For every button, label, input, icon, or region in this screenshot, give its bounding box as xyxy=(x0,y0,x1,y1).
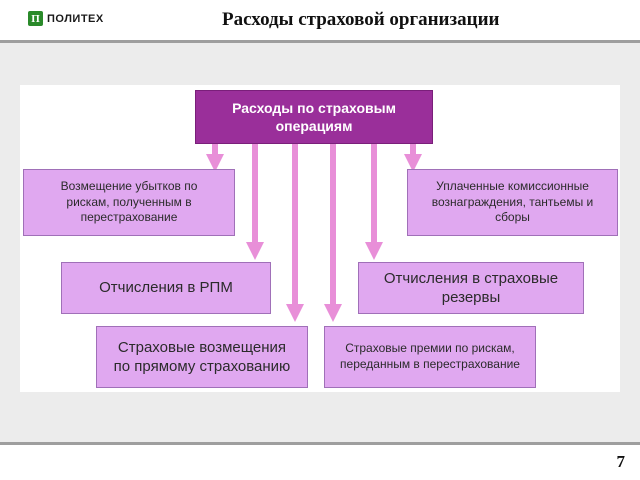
node-direct-payouts: Страховые возмещения по прямому страхова… xyxy=(96,326,308,388)
node-reserves: Отчисления в страховые резервы xyxy=(358,262,584,314)
root-node: Расходы по страховым операциям xyxy=(195,90,433,144)
footer-divider xyxy=(0,442,640,445)
node-rpm: Отчисления в РПМ xyxy=(61,262,271,314)
logo-icon: П xyxy=(28,11,43,26)
slide-title: Расходы страховой организации xyxy=(222,9,500,30)
page-number: 7 xyxy=(616,452,626,471)
node-ceded-premiums: Страховые премии по рискам, переданным в… xyxy=(324,326,536,388)
diagram-arrows xyxy=(206,143,422,322)
header-divider xyxy=(0,40,640,43)
header: П ПОЛИТЕХ Расходы страховой организации xyxy=(0,0,640,40)
node-commissions: Уплаченные комиссионные вознаграждения, … xyxy=(407,169,618,236)
node-reinsurance-losses: Возмещение убытков по рискам, полученным… xyxy=(23,169,235,236)
politech-logo: П ПОЛИТЕХ xyxy=(28,11,104,26)
logo-text: ПОЛИТЕХ xyxy=(47,12,104,25)
